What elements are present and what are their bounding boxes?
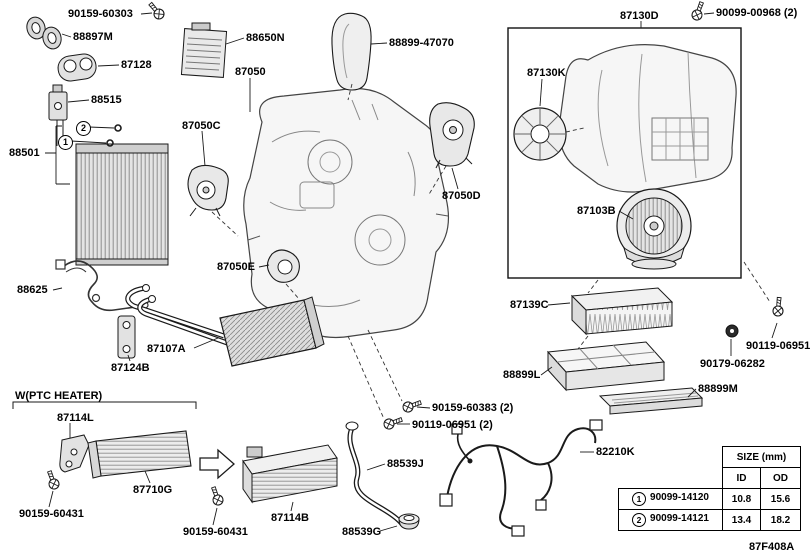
filter-case-88899L-drawing: [546, 341, 666, 392]
part-label-90159-60303: 90159-60303: [68, 8, 133, 20]
part-label-87124B: 87124B: [111, 362, 150, 374]
insulator-88899-47070-drawing: [331, 12, 372, 91]
part-label-90159-60431-a: 90159-60431: [19, 508, 84, 520]
row-od-value: 18.2: [760, 509, 801, 531]
part-label-88899-47070: 88899-47070: [389, 37, 454, 49]
row-part-number: 90099-14120: [650, 492, 709, 503]
ptc-section-bracket: [12, 401, 197, 409]
grommet-90179-06282-drawing: [725, 324, 739, 338]
row-part-number: 90099-14121: [650, 513, 709, 524]
blower-motor-87103B-drawing: [616, 188, 692, 270]
part-87128-drawing: [57, 53, 97, 82]
part-label-88515: 88515: [91, 94, 122, 106]
part-label-87114L: 87114L: [57, 412, 94, 424]
impeller-87130K-drawing: [513, 107, 567, 161]
part-label-88501: 88501: [9, 147, 40, 159]
bracket-87124B-drawing: [117, 315, 136, 359]
servo-motor-87050C-drawing: [187, 164, 229, 217]
grommet-88897M-drawing: [26, 16, 62, 50]
size-table-col-od: OD: [760, 467, 801, 489]
row-od-value: 15.6: [760, 488, 801, 510]
ptc-heater-87114B-drawing: [242, 444, 338, 504]
part-label-88899M: 88899M: [698, 383, 738, 395]
hvac-case-87050-drawing: [243, 87, 449, 339]
screw-icon: [772, 296, 785, 317]
part-label-82210K: 82210K: [596, 446, 635, 458]
part-label-87050E: 87050E: [217, 261, 255, 273]
part-label-87050: 87050: [235, 66, 266, 78]
wire-harness-82210K-drawing: [439, 419, 603, 537]
part-label-90119-06951: 90119-06951: [746, 340, 811, 352]
row-marker-2: 2: [632, 513, 647, 527]
size-table-col-id: ID: [722, 467, 761, 489]
part-label-88899L: 88899L: [503, 369, 541, 381]
part-label-88539J: 88539J: [387, 458, 424, 470]
amplifier-88650N-drawing: [180, 22, 228, 78]
ptc-heater-87710G-drawing: [87, 430, 192, 479]
drain-hose-88539J-drawing: [345, 421, 405, 527]
part-label-87107A: 87107A: [147, 343, 186, 355]
part-label-90119-06951-2: 90119-06951 (2): [412, 419, 493, 431]
expansion-valve-88515-drawing: [48, 84, 68, 121]
filter-lid-88899M-drawing: [598, 387, 704, 415]
part-label-87050C: 87050C: [182, 120, 221, 132]
part-label-90179-06282: 90179-06282: [700, 358, 765, 370]
heater-core-87107A-drawing: [125, 284, 325, 367]
leader-lines: [45, 12, 778, 532]
pipe-assy-88625-drawing: [55, 259, 149, 312]
assembly-dashed-lines: [211, 83, 771, 420]
row-id-value: 10.8: [722, 488, 761, 510]
screw-icon: [401, 397, 423, 414]
evaporator-core-88501-drawing: [56, 120, 169, 266]
size-table-spacer: [619, 468, 723, 489]
part-label-88650N: 88650N: [246, 32, 285, 44]
part-label-87103B: 87103B: [577, 205, 616, 217]
servo-motor-87050E-drawing: [266, 249, 300, 283]
section-label-ptc-heater: W(PTC HEATER): [15, 390, 103, 402]
blower-case-drawing: [558, 44, 737, 193]
part-label-90159-60383: 90159-60383 (2): [432, 402, 514, 414]
callout-marker-2: 2: [76, 121, 91, 136]
screw-icon: [382, 414, 404, 431]
screw-icon: [145, 0, 167, 22]
size-table-spacer: [619, 447, 723, 468]
part-label-90099-00968: 90099-00968 (2): [716, 7, 798, 19]
oring-icon: [114, 124, 122, 132]
part-label-87130D: 87130D: [620, 10, 659, 22]
part-label-87139C: 87139C: [510, 299, 549, 311]
screw-icon: [208, 485, 225, 507]
cabin-filter-87139C-drawing: [570, 287, 674, 336]
part-label-88539G: 88539G: [342, 526, 382, 538]
part-label-87130K: 87130K: [527, 67, 566, 79]
screw-icon: [690, 0, 707, 22]
row-id-value: 13.4: [722, 509, 761, 531]
arrow-icon: [199, 448, 235, 480]
part-label-88625: 88625: [17, 284, 48, 296]
row-marker-1: 1: [632, 492, 647, 506]
screw-icon: [44, 469, 61, 491]
callout-marker-1: 1: [58, 135, 73, 150]
diagram-code: 87F408A: [749, 541, 795, 553]
size-table-header: SIZE (mm): [722, 446, 801, 468]
cap-88539G-drawing: [398, 513, 420, 530]
blower-unit-box: [507, 27, 742, 279]
part-label-88897M: 88897M: [73, 31, 113, 43]
part-label-87050D: 87050D: [442, 190, 481, 202]
part-label-90159-60431-b: 90159-60431: [183, 526, 248, 538]
part-label-87710G: 87710G: [133, 484, 173, 496]
bracket-87114L-drawing: [59, 434, 90, 473]
part-label-87128: 87128: [121, 59, 152, 71]
servo-motor-87050D-drawing: [429, 102, 475, 169]
part-label-87114B: 87114B: [271, 512, 309, 524]
